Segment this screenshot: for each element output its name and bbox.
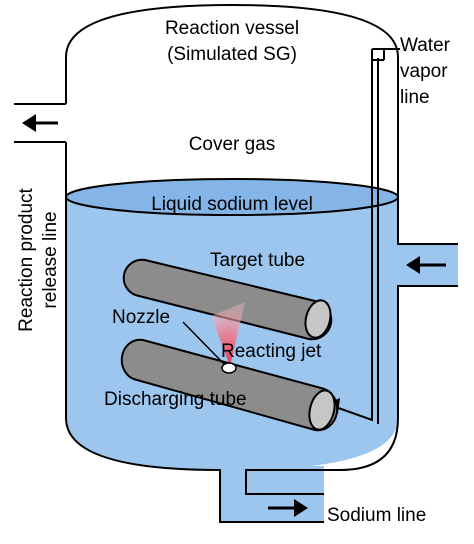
discharging-tube [120, 338, 339, 432]
sodium-level-label: Liquid sodium level [151, 194, 313, 215]
sodium-line-label: Sodium line [327, 505, 426, 526]
target-tube-label: Target tube [210, 250, 305, 271]
water-label-line2: vapor [400, 61, 448, 82]
reacting-jet [211, 302, 245, 366]
sodium-outlet-arrow-icon [268, 499, 308, 517]
release-pipe [14, 103, 66, 143]
release-label-line1: Reaction product [16, 187, 37, 331]
water-label-line3: line [400, 87, 430, 108]
water-label-line1: Water [400, 35, 451, 56]
sodium-inlet-arrow-icon [406, 256, 446, 274]
water-vapor-line [329, 48, 400, 422]
release-arrow-icon [22, 114, 58, 132]
discharging-tube-end [308, 389, 336, 431]
nozzle-leader-line [182, 321, 225, 365]
nozzle-label: Nozzle [112, 307, 170, 328]
release-label-line2: release line [40, 211, 61, 308]
discharging-tube-label: Discharging tube [104, 389, 247, 410]
vessel-title-line1: Reaction vessel [165, 18, 299, 39]
nozzle [221, 362, 237, 374]
vessel-outline [65, 3, 458, 245]
target-tube-end [304, 299, 332, 339]
reacting-jet-label: Reacting jet [221, 341, 322, 362]
vessel-title-line2: (Simulated SG) [167, 44, 297, 65]
cover-gas-label: Cover gas [189, 134, 276, 155]
target-tube [122, 258, 333, 341]
